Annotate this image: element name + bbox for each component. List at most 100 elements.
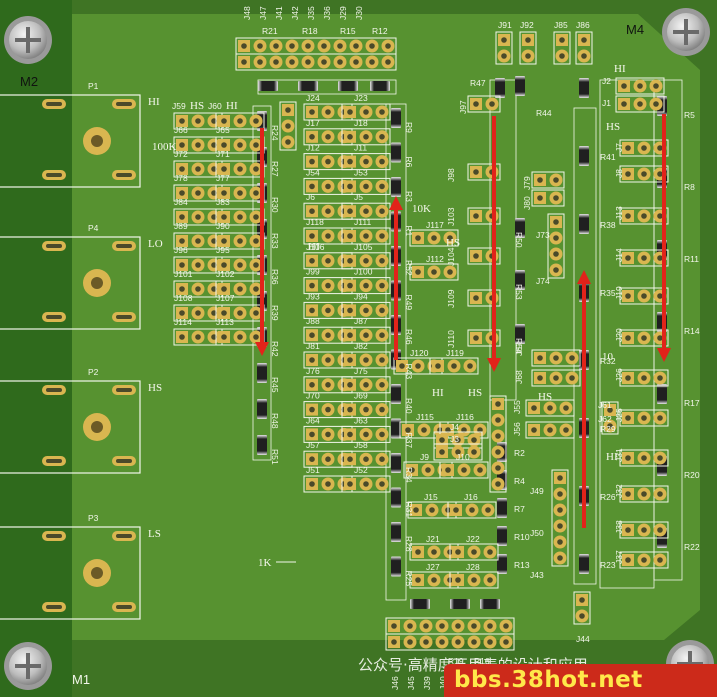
pad-hole — [363, 282, 369, 289]
pad-hole — [559, 37, 565, 43]
pad-hole — [471, 623, 477, 629]
pad-hole — [641, 255, 647, 261]
pin-pad — [410, 504, 422, 516]
pin-pad — [375, 303, 389, 317]
pad-hole — [309, 183, 315, 190]
pad-hole — [657, 255, 663, 261]
pad-hole — [221, 214, 227, 220]
pin-pad — [553, 503, 567, 517]
pin-pad — [233, 162, 247, 176]
pin-label: J42 — [290, 6, 300, 20]
pin-pad — [233, 210, 247, 224]
res-label: R53 — [514, 284, 524, 300]
pin-pad — [207, 114, 221, 128]
pad-hole — [221, 166, 227, 172]
pad-hole — [489, 101, 495, 107]
pin-pad — [321, 105, 335, 119]
pad-hole — [363, 431, 369, 438]
banana-connector — [0, 526, 141, 620]
pad-hole — [379, 282, 385, 289]
pad-hole — [431, 549, 437, 555]
pin-label: J40 — [438, 676, 448, 690]
silk-tag: 10 — [602, 351, 614, 363]
pad-hole — [471, 639, 477, 645]
header-outline — [385, 633, 515, 651]
header-outline — [575, 31, 593, 65]
header-outline — [341, 425, 391, 443]
pin-label: J103 — [446, 207, 456, 226]
pin-label: J3 — [450, 434, 459, 444]
pad-hole — [415, 269, 421, 275]
silk-tag: HI — [308, 241, 320, 253]
pad-hole — [273, 59, 279, 65]
pin-label: J66 — [174, 125, 188, 135]
pin-header — [341, 252, 391, 270]
smd-resistor — [391, 418, 401, 439]
pad-hole — [237, 166, 243, 172]
pin-header — [215, 160, 265, 178]
pin-label: J15 — [424, 492, 438, 502]
site-label[interactable]: bbs.38hot.net — [454, 667, 643, 693]
pad-hole — [309, 282, 315, 289]
pad-hole — [557, 539, 563, 545]
pin-pad — [499, 619, 513, 633]
pad-hole — [211, 310, 217, 316]
pad-hole — [473, 253, 479, 259]
pad-hole — [237, 214, 243, 220]
pin-label: J14 — [614, 248, 624, 262]
pad-hole — [221, 142, 227, 148]
pad-hole — [253, 262, 259, 268]
pin-pad — [375, 477, 389, 491]
pad-hole — [657, 375, 663, 381]
pin-pad — [491, 429, 505, 443]
pin-pad — [649, 97, 663, 111]
pad-hole — [325, 382, 331, 388]
pin-header — [447, 501, 497, 519]
pad-hole — [485, 507, 491, 513]
pad-hole — [369, 59, 375, 65]
pin-pad — [483, 573, 497, 587]
res-label: R41 — [600, 152, 616, 162]
pad-hole — [653, 83, 659, 89]
pin-pad — [321, 179, 335, 193]
pad-hole — [347, 456, 353, 463]
pin-pad — [176, 259, 188, 271]
pin-pad — [403, 619, 417, 633]
pad-hole — [309, 357, 315, 363]
pad-hole — [431, 577, 437, 583]
pin-label: J84 — [174, 197, 188, 207]
pin-pad — [281, 135, 295, 149]
pad-hole — [563, 405, 569, 411]
res-label: R7 — [514, 504, 525, 514]
silk-tag: HS — [468, 387, 482, 399]
pad-hole — [563, 427, 569, 433]
pad-hole — [537, 177, 543, 183]
pad-hole — [309, 233, 315, 239]
pad-hole — [379, 456, 385, 463]
pad-hole — [195, 214, 201, 220]
pad-hole — [379, 307, 385, 314]
res-label: R36 — [270, 269, 280, 285]
res-label: R33 — [270, 233, 280, 249]
pin-header — [619, 139, 669, 157]
pad-hole — [309, 109, 315, 115]
pin-label: J102 — [216, 269, 235, 279]
pin-pad — [565, 351, 579, 365]
site-banner[interactable]: bbs.38hot.net — [444, 664, 717, 697]
pad-hole — [415, 549, 421, 555]
pad-hole — [347, 481, 353, 487]
pin-pad — [218, 211, 230, 223]
pin-header — [173, 232, 223, 250]
pad-hole — [325, 406, 331, 413]
pad-hole — [309, 382, 315, 388]
smd-resistor — [657, 384, 667, 404]
pad-hole — [237, 142, 243, 148]
pin-label: J45 — [406, 676, 416, 690]
pin-pad — [375, 353, 389, 367]
pad-hole — [221, 238, 227, 244]
res-label: R9 — [404, 122, 414, 133]
pad-hole — [625, 293, 631, 299]
res-label: R50 — [514, 232, 524, 248]
res-label: R24 — [270, 125, 280, 141]
pin-pad — [618, 80, 630, 92]
